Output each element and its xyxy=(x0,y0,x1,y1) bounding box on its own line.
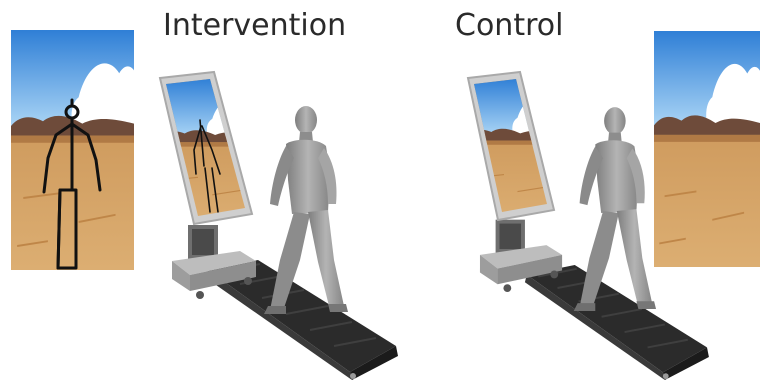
walking-mannequin-control xyxy=(574,107,656,311)
treadmill-control xyxy=(525,265,709,380)
control-desert-panel xyxy=(654,31,761,267)
screen-control xyxy=(468,72,562,220)
control-label: Control xyxy=(455,8,563,43)
intervention-label: Intervention xyxy=(163,8,346,43)
intervention-setup xyxy=(160,72,398,380)
screen-intervention xyxy=(160,72,259,224)
avatar-desert-panel xyxy=(11,30,139,270)
walking-mannequin-intervention xyxy=(264,106,348,314)
